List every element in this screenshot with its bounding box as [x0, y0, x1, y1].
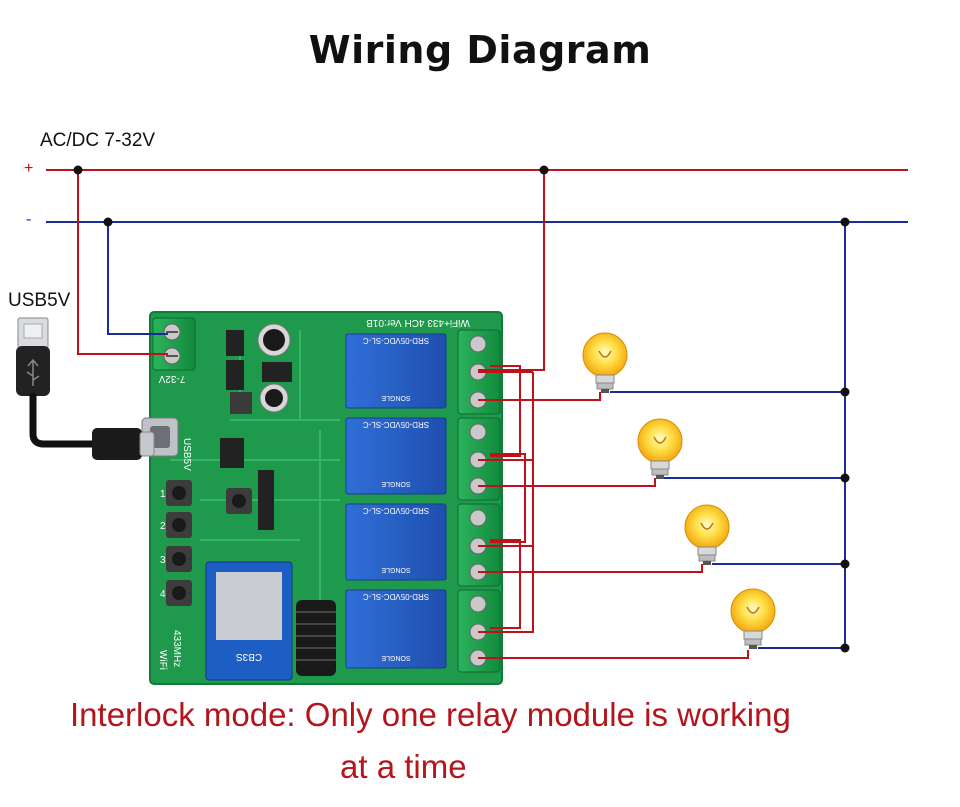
relay-2-model: SRD-05VDC-SL-C	[363, 420, 429, 429]
positive-wires	[77, 170, 749, 659]
diagram-title: Wiring Diagram	[308, 28, 652, 72]
relay-1-model: SRD-05VDC-SL-C	[363, 336, 429, 345]
button-label-2: 2	[160, 521, 166, 532]
relay-4-model: SRD-05VDC-SL-C	[363, 592, 429, 601]
positive-terminal-label: +	[24, 160, 34, 177]
relay-1: SRD-05VDC-SL-C SONGLE	[345, 333, 447, 409]
channel-buttons: 1 2 3 4	[160, 480, 252, 606]
power-supply-label: AC/DC 7-32V	[40, 130, 156, 151]
button-label-3: 3	[160, 555, 166, 566]
relay-2: SRD-05VDC-SL-C SONGLE	[345, 417, 447, 495]
board-header-text: WiFi+433 4CH Ver:01B	[366, 317, 470, 328]
usb-power-label: USB5V	[8, 290, 71, 311]
relay-3-brand: SONGLE	[381, 566, 411, 573]
wifi-label: WiFi	[157, 650, 168, 670]
relay-1-brand: SONGLE	[381, 394, 411, 401]
interlock-note-line1: Interlock mode: Only one relay module is…	[70, 696, 791, 733]
light-bulb-icon	[684, 504, 730, 565]
light-bulb-icon	[730, 588, 776, 649]
negative-terminal-label: -	[26, 211, 32, 228]
relay-2-brand: SONGLE	[381, 480, 411, 487]
light-bulb-icon	[582, 332, 628, 393]
junction-dots	[73, 165, 850, 653]
rf-label: 433MHz	[171, 630, 182, 667]
board-usb-label: USB5V	[181, 438, 192, 471]
interlock-note-line2: at a time	[340, 748, 467, 785]
relay-4-brand: SONGLE	[381, 654, 411, 661]
rf-antenna-coil	[296, 600, 336, 676]
relay-3: SRD-05VDC-SL-C SONGLE	[345, 503, 447, 581]
board-input-label: 7-32V	[158, 373, 185, 384]
wifi-module-label: CB3S	[236, 651, 262, 662]
power-input-terminal	[152, 317, 196, 371]
button-label-1: 1	[160, 489, 166, 500]
relay-4: SRD-05VDC-SL-C SONGLE	[345, 589, 447, 669]
light-bulb-icon	[637, 418, 683, 479]
negative-wires	[107, 222, 845, 649]
button-label-4: 4	[160, 589, 166, 600]
usb-plug-icon	[16, 317, 155, 460]
relay-board: 7-32V USB5V 1 2 3 4 CB3S	[141, 311, 503, 685]
relay-3-model: SRD-05VDC-SL-C	[363, 506, 429, 515]
